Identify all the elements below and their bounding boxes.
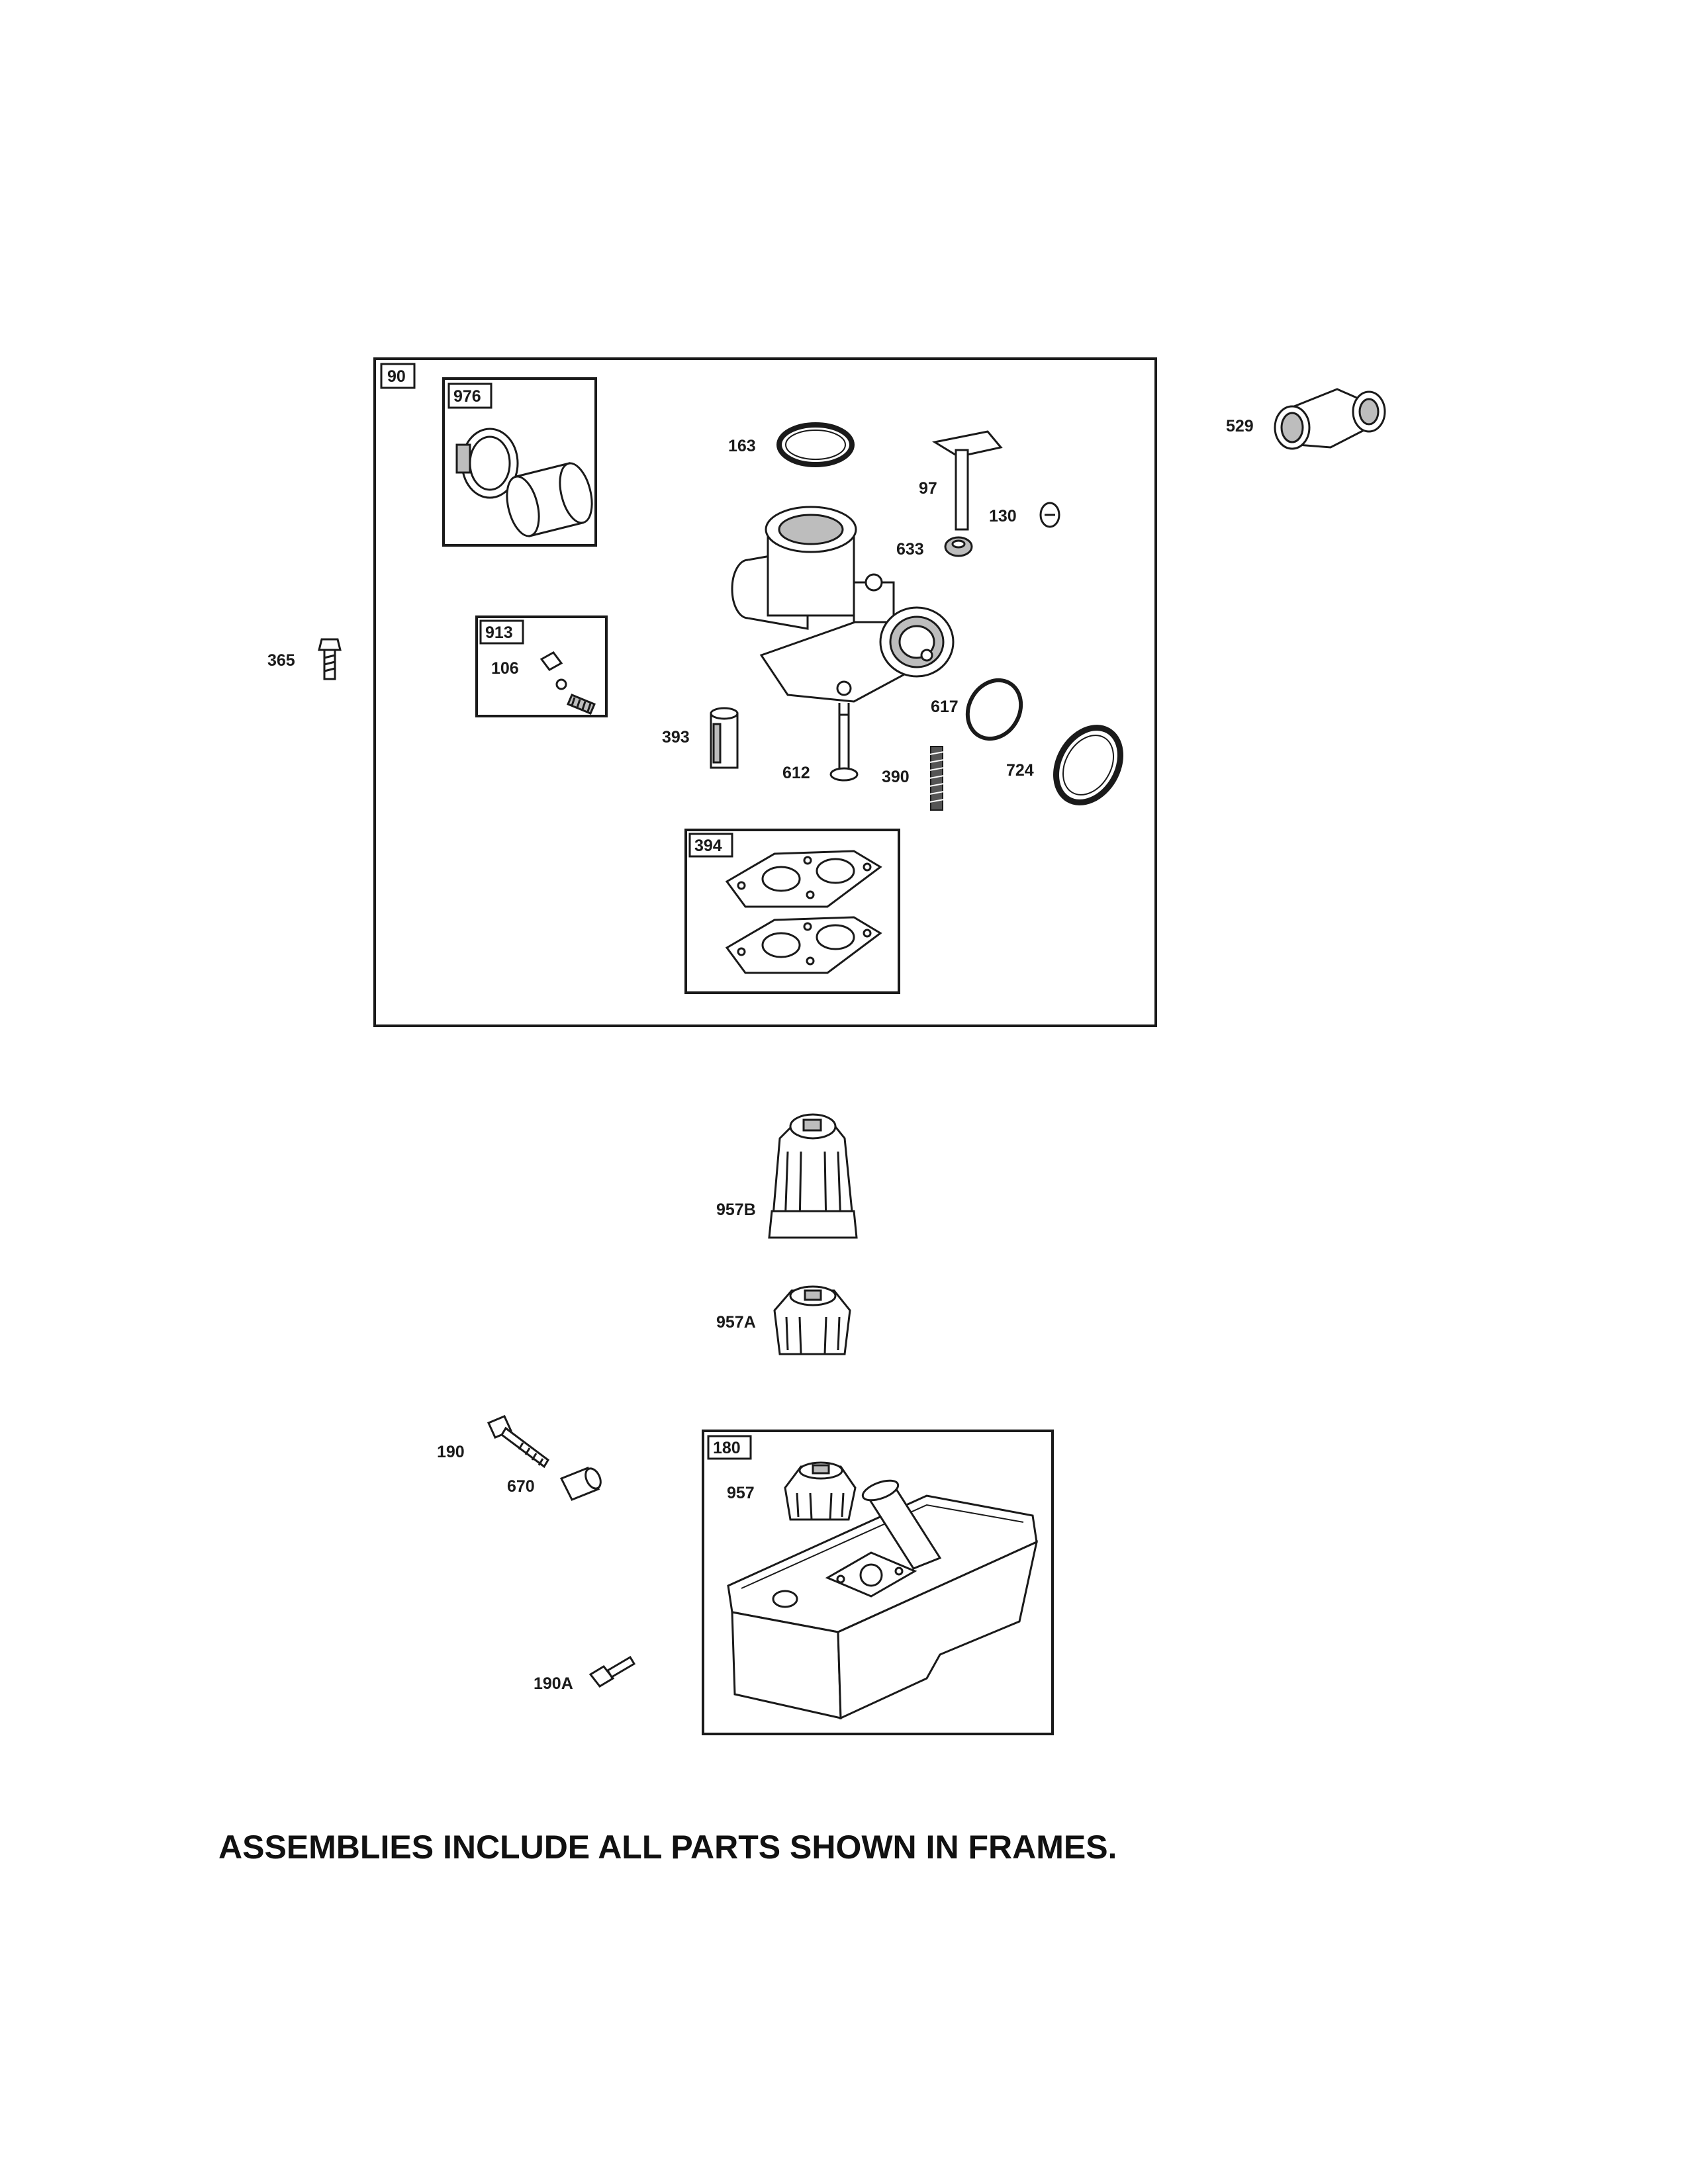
frame-180-fuel-tank-assembly: 180 957 [702,1430,1054,1735]
gasket-lower-illustration [725,916,882,974]
part-label-633: 633 [896,540,924,559]
part-633-seal: 633 [896,536,973,559]
part-390-spring: 390 [882,746,945,811]
part-163-gasket: 163 [728,422,855,467]
frame-label-976: 976 [453,387,481,406]
fuel-tank-illustration [727,1479,1039,1720]
part-97-throttle-shaft: 97 [919,430,1003,531]
gasket-upper-illustration [725,850,882,908]
part-957A-fuel-cap: 957A [716,1285,851,1355]
part-190-bolt: 190 [437,1415,549,1469]
part-label-390: 390 [882,768,910,786]
frame-976-air-horn-kit: 976 [442,377,597,547]
part-label-612: 612 [782,764,810,782]
part-label-724: 724 [1006,761,1034,780]
frame-label-394: 394 [694,837,722,855]
part-529-elbow: 529 [1226,388,1386,450]
part-label-130: 130 [989,507,1017,525]
part-label-106: 106 [491,659,519,678]
part-label-617: 617 [931,698,959,716]
part-393-float: 393 [662,707,739,769]
frame-label-90: 90 [387,367,406,386]
frame-394-gasket-set: 394 [684,829,900,994]
part-label-190: 190 [437,1443,465,1461]
assemblies-note: ASSEMBLIES INCLUDE ALL PARTS SHOWN IN FR… [218,1829,1117,1866]
part-label-190A: 190A [534,1674,573,1693]
jet-kit-illustration [539,651,596,715]
carburetor-body-illustration [731,506,955,736]
part-label-97: 97 [919,479,937,498]
part-190A-bolt: 190A [534,1655,636,1693]
part-617-o-ring: 617 [931,678,1023,741]
air-horn-illustration [455,428,593,537]
part-label-163: 163 [728,437,756,455]
part-label-957: 957 [727,1484,755,1502]
part-724-gasket: 724 [1006,725,1123,805]
part-label-529: 529 [1226,417,1254,435]
frame-label-180: 180 [713,1439,741,1457]
part-label-670: 670 [507,1477,535,1496]
frame-913-jet-kit: 913 106 [475,615,608,717]
part-670-spacer: 670 [507,1467,602,1501]
part-label-957A: 957A [716,1313,756,1332]
frame-90-carburetor-assembly: 90 [373,357,1157,1027]
part-612-tube: 612 [782,713,859,782]
fuel-cap-957-illustration [784,1461,857,1521]
part-label-365: 365 [267,651,295,670]
frame-label-913: 913 [485,623,513,642]
part-label-393: 393 [662,728,690,747]
part-130-screw: 130 [989,502,1060,528]
part-957B-fuel-cap-tall: 957B [716,1113,858,1239]
part-label-957B: 957B [716,1201,756,1219]
part-365-screw: 365 [267,638,342,680]
